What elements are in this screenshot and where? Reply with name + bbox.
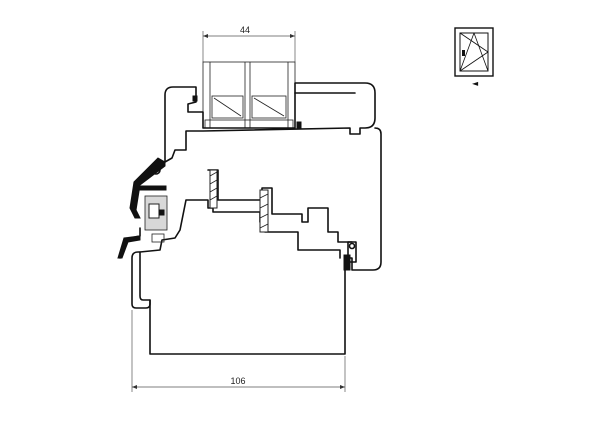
frame-profile [131, 127, 382, 355]
frame-depth-label: 106 [230, 376, 245, 386]
frame-depth-dimension: 106 [131, 310, 346, 392]
glass-width-dimension: 44 [202, 25, 296, 62]
glass-width-label: 44 [240, 25, 250, 35]
opening-direction-icon: ◄ [472, 79, 479, 88]
frame-seal-right [343, 241, 357, 271]
sash-profile [164, 82, 376, 163]
glazing-unit [202, 61, 296, 129]
reinforcement-hatch [209, 169, 269, 233]
tilt-turn-window-icon: ◄ [454, 27, 494, 88]
weather-drip-profile [117, 157, 168, 259]
